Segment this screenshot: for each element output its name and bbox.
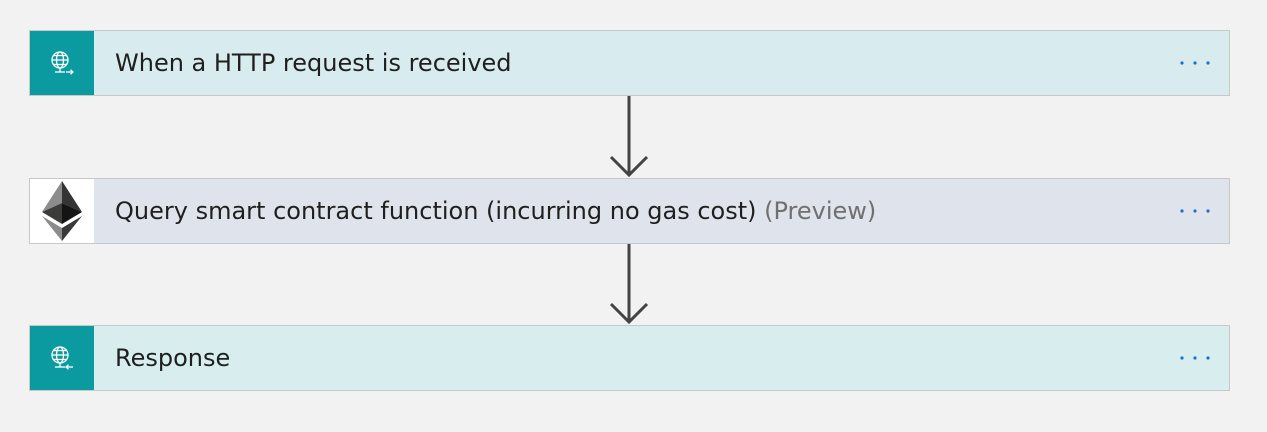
more-options-button[interactable] <box>1175 338 1215 378</box>
step-title: Response <box>115 344 1175 372</box>
http-request-globe-icon <box>30 31 94 95</box>
connector-arrow <box>609 96 649 178</box>
workflow-step-query-smart-contract[interactable]: Query smart contract function (incurring… <box>29 178 1230 244</box>
more-options-button[interactable] <box>1175 191 1215 231</box>
more-options-button[interactable] <box>1175 43 1215 83</box>
ellipsis-icon <box>1180 356 1210 360</box>
step-title-text: Response <box>115 344 231 372</box>
ellipsis-icon <box>1180 209 1210 213</box>
preview-label: (Preview) <box>764 197 877 225</box>
step-title: When a HTTP request is received <box>115 49 1175 77</box>
workflow-step-response[interactable]: Response <box>29 325 1230 391</box>
ellipsis-icon <box>1180 61 1210 65</box>
step-title: Query smart contract function (incurring… <box>115 197 1175 225</box>
step-title-text: Query smart contract function (incurring… <box>115 197 757 225</box>
step-title-text: When a HTTP request is received <box>115 49 512 77</box>
ethereum-icon <box>30 179 94 243</box>
connector-arrow <box>609 244 649 325</box>
http-response-globe-icon <box>30 326 94 390</box>
workflow-step-http-trigger[interactable]: When a HTTP request is received <box>29 30 1230 96</box>
